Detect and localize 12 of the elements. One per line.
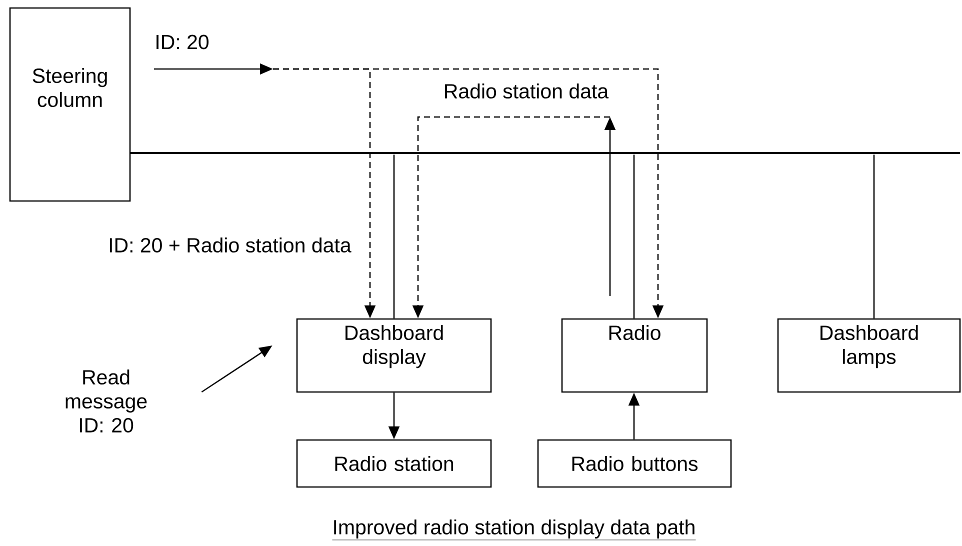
label: ID: 20: [156, 34, 209, 50]
label: ID: 20 + Radio station data: [110, 237, 352, 253]
edge-label: Radio station data: [445, 83, 609, 99]
module-box: Radio station: [296, 439, 492, 488]
module-box: Radio buttons: [537, 439, 732, 488]
bus-line: [130, 152, 960, 154]
note-text: Read message ID: 20: [66, 369, 147, 433]
caption: Improved radio station display data path: [332, 519, 696, 540]
module-box: Dashboard lamps: [777, 318, 961, 393]
module-box: Steering column: [9, 7, 131, 202]
module-box: Dashboard display: [296, 318, 492, 393]
module-box: Radio: [561, 318, 708, 393]
